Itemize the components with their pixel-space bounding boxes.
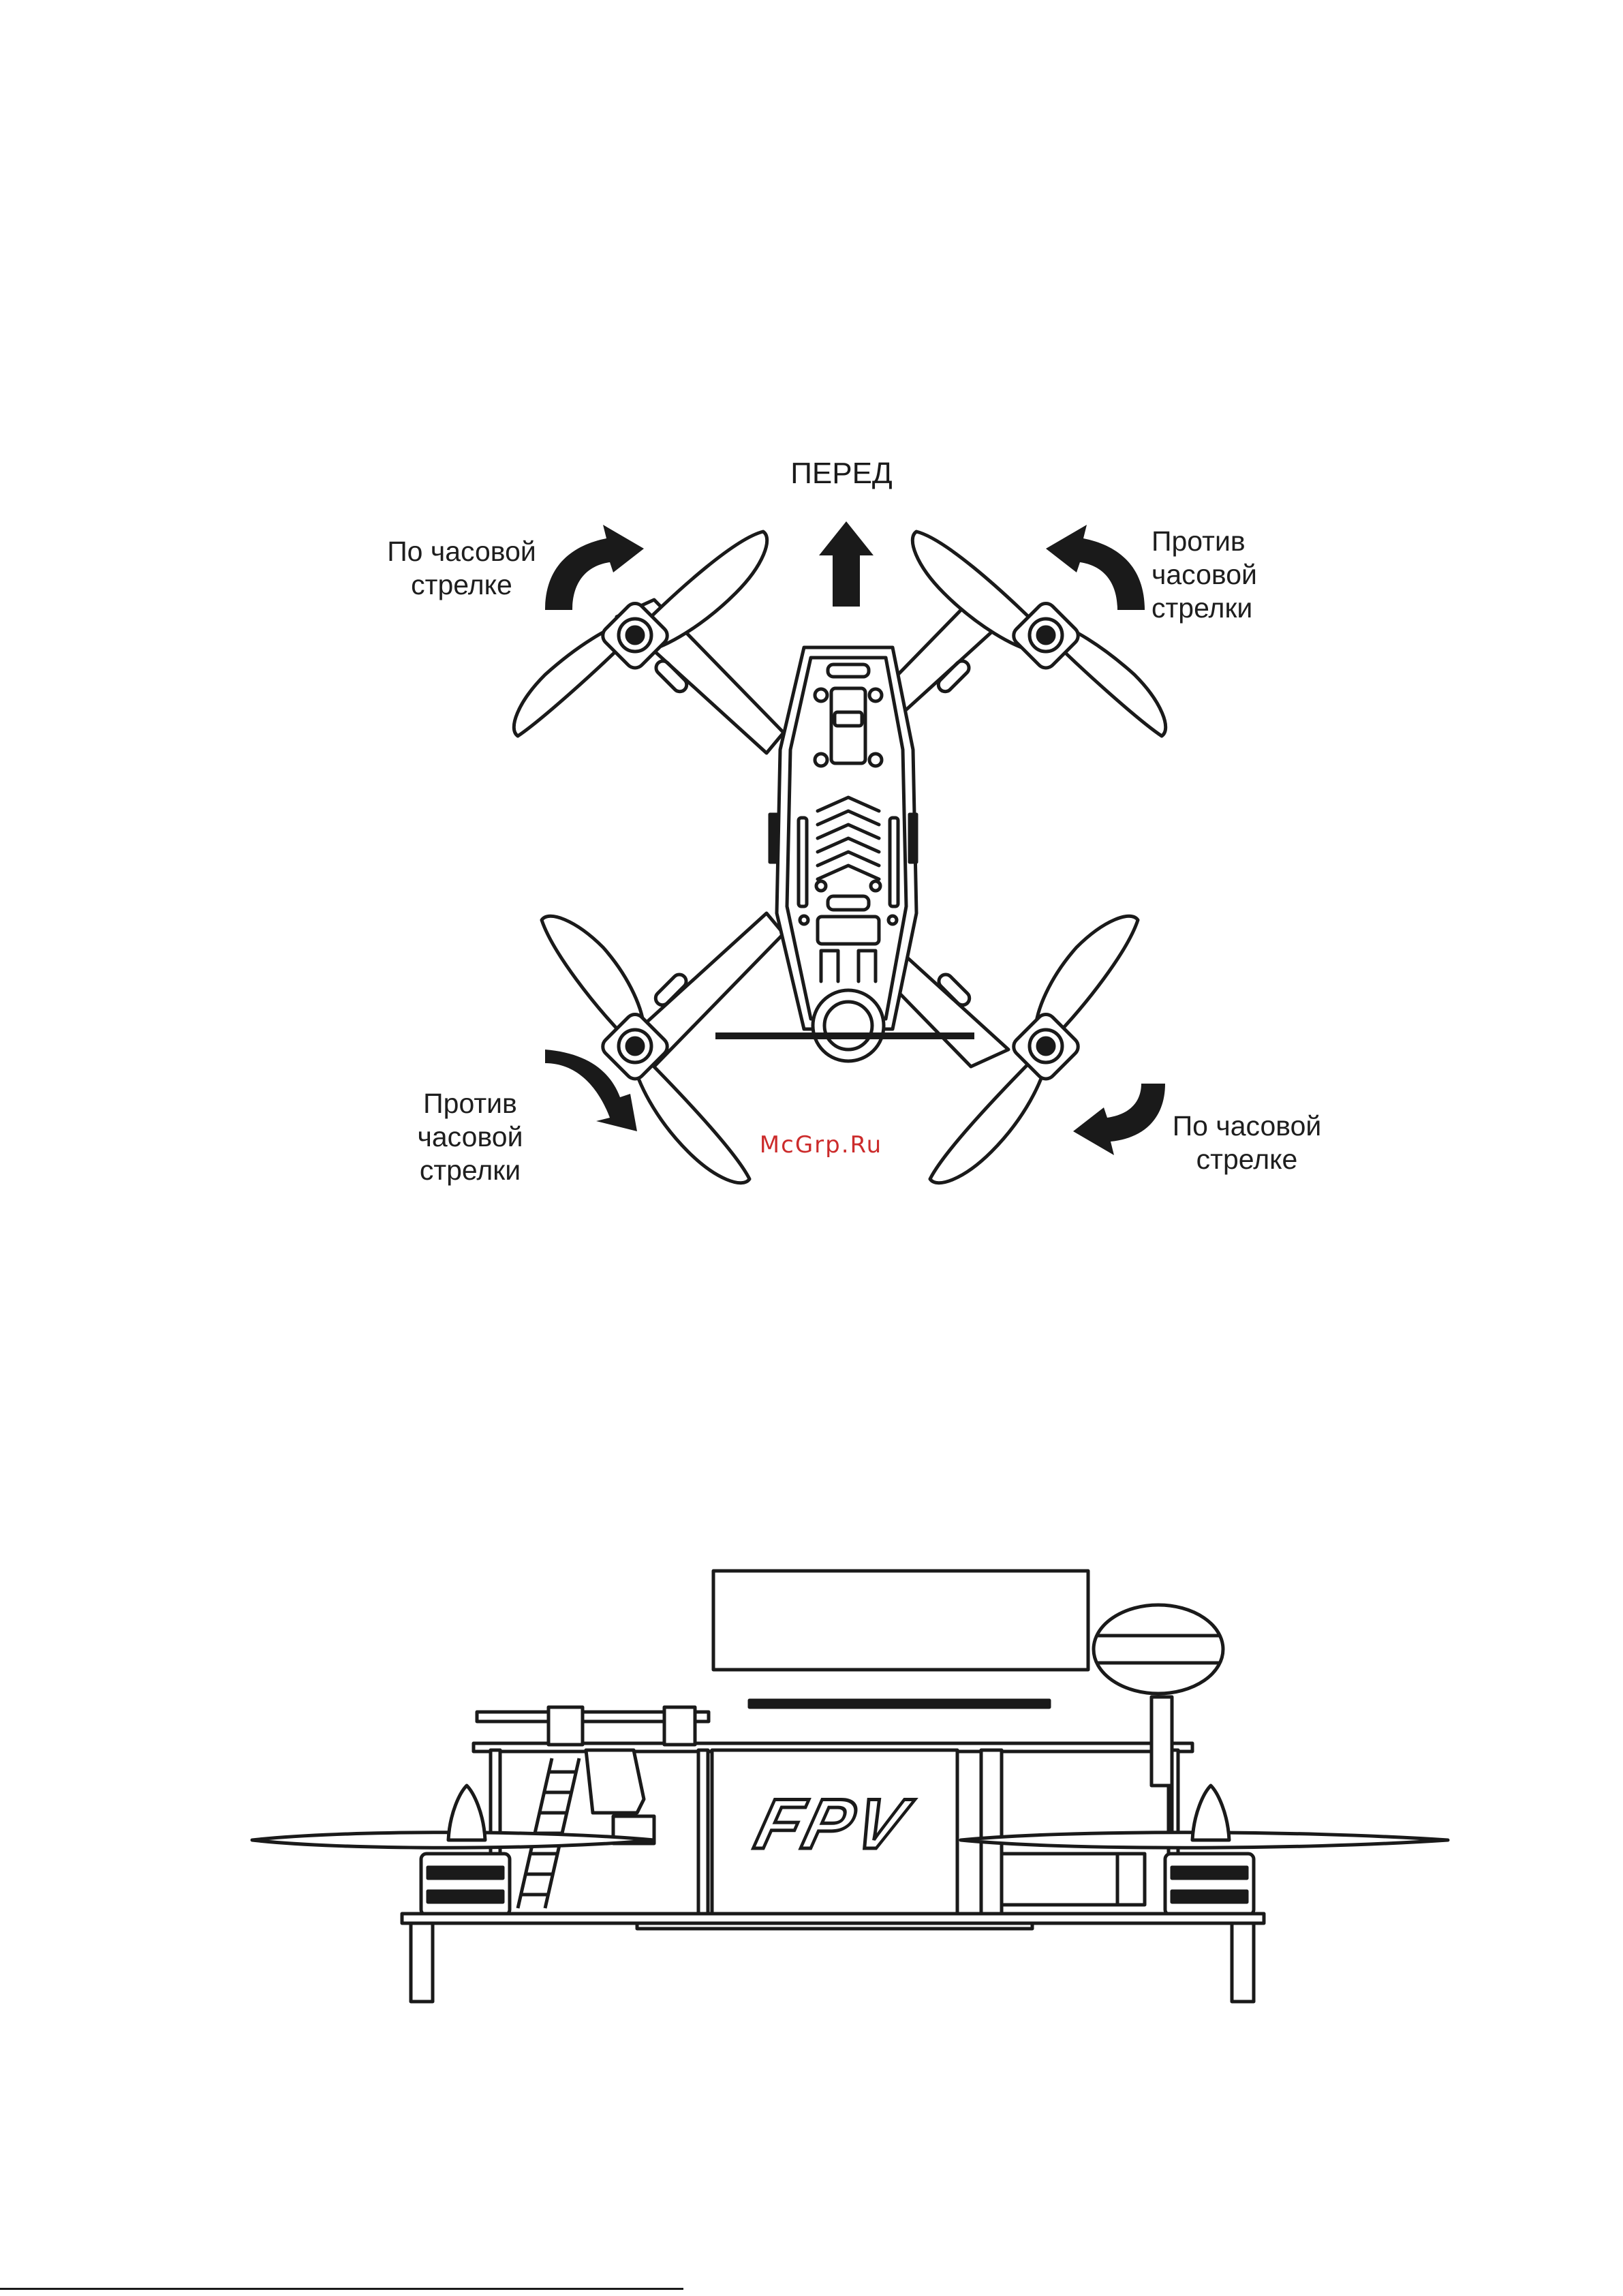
rotation-label-line: По часовой	[1155, 1109, 1339, 1143]
motor-left	[421, 1854, 510, 1915]
motor-right	[1165, 1854, 1254, 1915]
front-direction-arrow	[819, 521, 874, 607]
rotation-label-line: часовой	[1151, 558, 1301, 592]
rotation-arrow-clockwise-top-left-icon	[545, 525, 644, 610]
landing-leg-right	[1232, 1923, 1254, 2002]
bottom-plate	[402, 1914, 1264, 1923]
rotation-label-line: стрелки	[395, 1154, 545, 1187]
rotation-label-bottom-left: Против часовой стрелки	[395, 1087, 545, 1187]
rotation-label-bottom-right: По часовой стрелке	[1155, 1109, 1339, 1176]
rotation-arrow-clockwise-bottom-right-icon	[1073, 1084, 1165, 1155]
front-label: ПЕРЕД	[770, 457, 913, 491]
rotation-label-line: часовой	[395, 1120, 545, 1154]
rotation-label-top-right: Против часовой стрелки	[1151, 525, 1301, 625]
rotation-label-line: Против	[1151, 525, 1301, 558]
footer-rule	[0, 2288, 683, 2290]
propeller-side-right	[961, 1833, 1448, 1848]
rotation-label-line: По часовой	[371, 535, 552, 568]
rotation-label-line: стрелки	[1151, 592, 1301, 625]
rotation-label-line: стрелке	[1155, 1143, 1339, 1176]
camera-lens	[813, 990, 884, 1061]
watermark: McGrp.Ru	[739, 1131, 903, 1159]
rotation-label-line: Против	[395, 1087, 545, 1120]
rotation-label-top-left: По часовой стрелке	[371, 535, 552, 602]
gps-antenna-icon	[1094, 1605, 1223, 1694]
antenna-bar	[715, 1032, 974, 1039]
fpv-logo: FPV	[709, 1787, 956, 1862]
landing-leg-left	[411, 1923, 433, 2002]
top-plate	[474, 1743, 1192, 1751]
battery-strap	[749, 1700, 1049, 1707]
rotation-arrow-counterclockwise-top-right-icon	[1046, 525, 1145, 610]
battery-box	[713, 1571, 1088, 1670]
drone-body	[777, 647, 916, 1029]
propeller-side-left	[252, 1833, 654, 1848]
drone-top-view	[0, 0, 1623, 1240]
rotation-label-line: стрелке	[371, 568, 552, 602]
